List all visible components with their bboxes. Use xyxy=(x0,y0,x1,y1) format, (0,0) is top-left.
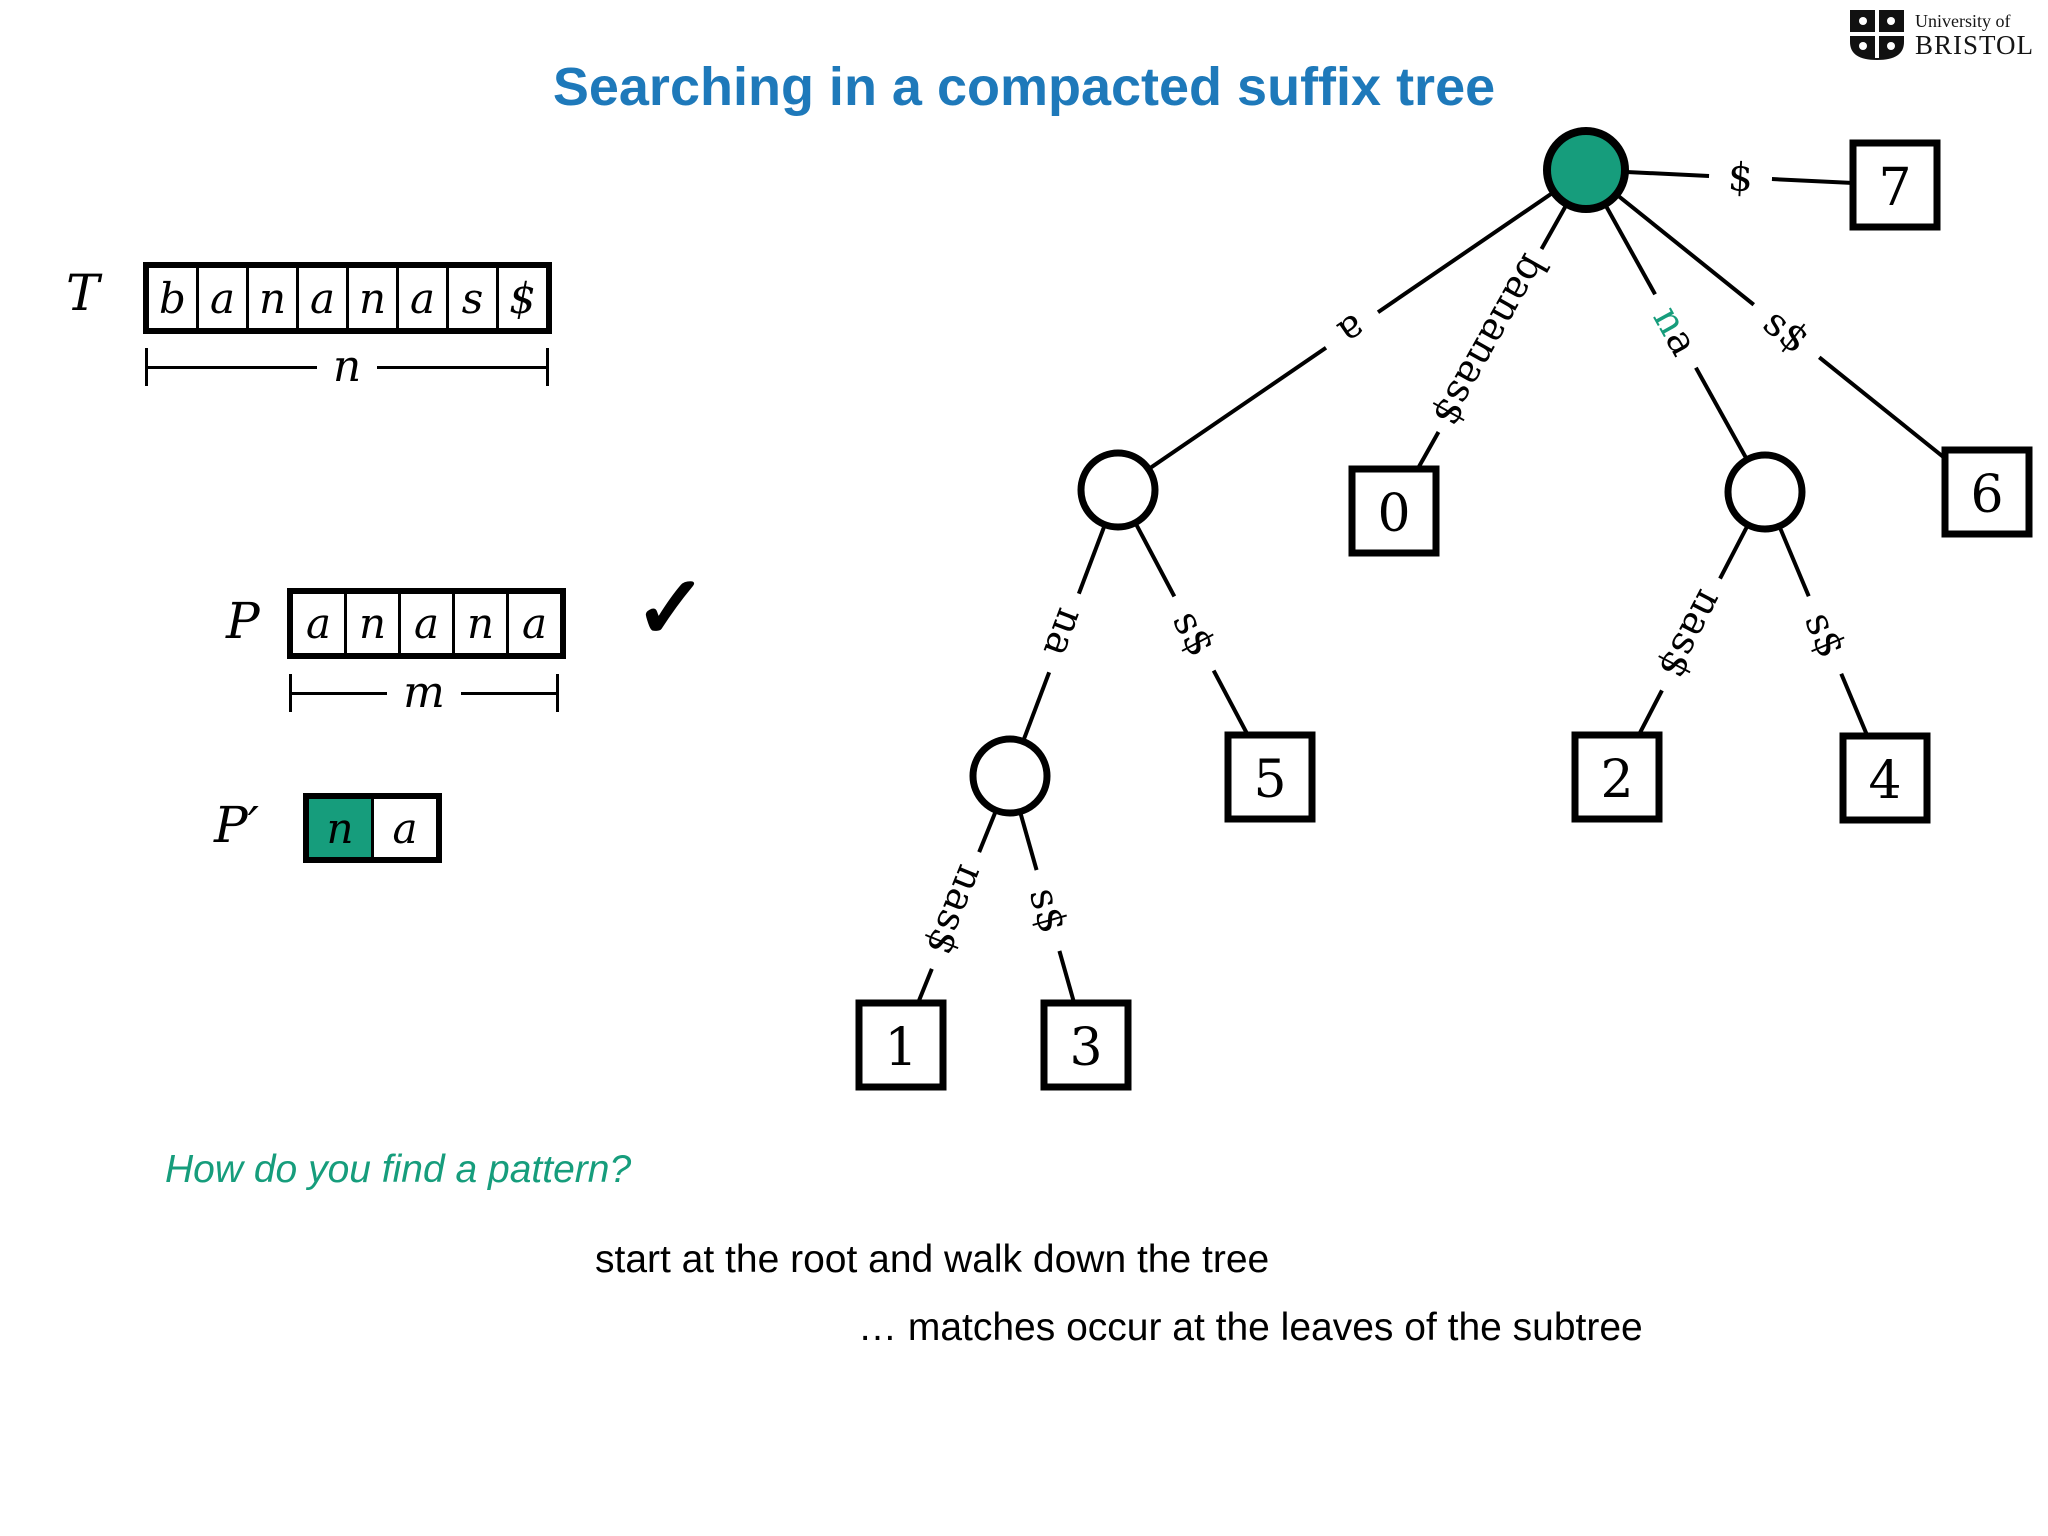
edge-label: na xyxy=(1644,299,1707,363)
array-cell: n xyxy=(346,268,396,328)
leaf-value-7: 7 xyxy=(1878,158,1911,218)
array-cell: n xyxy=(246,268,296,328)
array-cell: a xyxy=(196,268,246,328)
array-cell: b xyxy=(159,273,186,323)
array-cell: s xyxy=(446,268,496,328)
edge-label: s$ xyxy=(1164,603,1225,664)
edge-label-part: bananas$ xyxy=(1424,247,1556,434)
edge-label: a xyxy=(1330,305,1375,355)
edge-label: na xyxy=(1034,602,1093,663)
edge-label: nas$ xyxy=(917,859,994,962)
edge-label: s$ xyxy=(1020,883,1075,938)
leaf-value-3: 3 xyxy=(1069,1018,1102,1078)
array-cell: a xyxy=(371,799,436,857)
leaf-value-5: 5 xyxy=(1253,750,1286,810)
array-cell: $ xyxy=(496,268,546,328)
tree-root-node xyxy=(1543,127,1629,213)
label-P-prime: P′ xyxy=(214,796,259,854)
edge-label-part: s$ xyxy=(1796,606,1855,665)
leaf-value-1: 1 xyxy=(884,1018,917,1078)
step-text-1: start at the root and walk down the tree xyxy=(595,1238,1270,1281)
logo-line2: BRISTOL xyxy=(1914,29,2034,60)
logo-line1: University of xyxy=(1914,10,2011,31)
edge-label-part: $ xyxy=(1727,154,1754,200)
leaf-value-2: 2 xyxy=(1600,750,1633,810)
array-cell: a xyxy=(398,594,452,653)
edge-label-part: s$ xyxy=(1020,883,1075,938)
measure-line xyxy=(460,691,557,695)
edge-label: s$ xyxy=(1755,299,1818,362)
leaf-box-7 xyxy=(1849,139,1941,231)
measure-line xyxy=(377,365,546,369)
length-measure-m: m xyxy=(289,671,559,715)
edge-label-part: nas$ xyxy=(917,859,994,962)
edge-label: bananas$ xyxy=(1424,247,1556,434)
question-text: How do you find a pattern? xyxy=(165,1148,632,1191)
tree-internal-node xyxy=(1724,451,1806,533)
leaf-box-0 xyxy=(1348,465,1440,557)
tree-internal-node xyxy=(1077,449,1159,531)
leaf-box-5 xyxy=(1224,731,1316,823)
edge-label-part: a xyxy=(1330,305,1375,355)
edge-label-part: nas$ xyxy=(1650,583,1733,686)
length-measure-n: n xyxy=(145,345,549,389)
measure-line xyxy=(148,365,317,369)
edge-label-part: s$ xyxy=(1164,603,1225,664)
university-logo: University of BRISTOL xyxy=(1848,8,2034,62)
university-logo-text: University of BRISTOL xyxy=(1915,12,2034,59)
label-P: P xyxy=(226,592,260,650)
tree-internal-node xyxy=(969,735,1051,817)
leaf-value-0: 0 xyxy=(1377,484,1410,544)
leaf-box-1 xyxy=(855,999,947,1091)
step-text-2: … matches occur at the leaves of the sub… xyxy=(858,1306,1643,1349)
array-cell: n xyxy=(452,594,506,653)
measure-line xyxy=(292,691,388,695)
checkmark-icon: ✓ xyxy=(634,558,708,657)
bristol-crest-icon xyxy=(1849,10,1904,60)
label-T: T xyxy=(66,264,100,322)
array-cell: n xyxy=(309,799,371,857)
leaf-box-4 xyxy=(1839,732,1931,824)
edge-label: s$ xyxy=(1796,606,1855,665)
array-cell: a xyxy=(506,594,560,653)
edge-label-part: na xyxy=(1034,602,1093,663)
slide-title: Searching in a compacted suffix tree xyxy=(552,57,1496,117)
edge-label: nas$ xyxy=(1650,583,1733,686)
leaf-value-6: 6 xyxy=(1970,465,2003,525)
leaf-box-2 xyxy=(1571,731,1663,823)
tree-edge xyxy=(1116,346,1328,492)
leaf-box-6 xyxy=(1941,446,2033,538)
array-cell: a xyxy=(305,599,332,648)
leaf-box-3 xyxy=(1040,999,1132,1091)
leaf-value-4: 4 xyxy=(1868,751,1901,811)
array-cell: n xyxy=(344,594,398,653)
array-cell: a xyxy=(396,268,446,328)
array-cell: a xyxy=(296,268,346,328)
edge-label-part: s$ xyxy=(1755,299,1818,362)
edge-label: $ xyxy=(1727,154,1754,200)
